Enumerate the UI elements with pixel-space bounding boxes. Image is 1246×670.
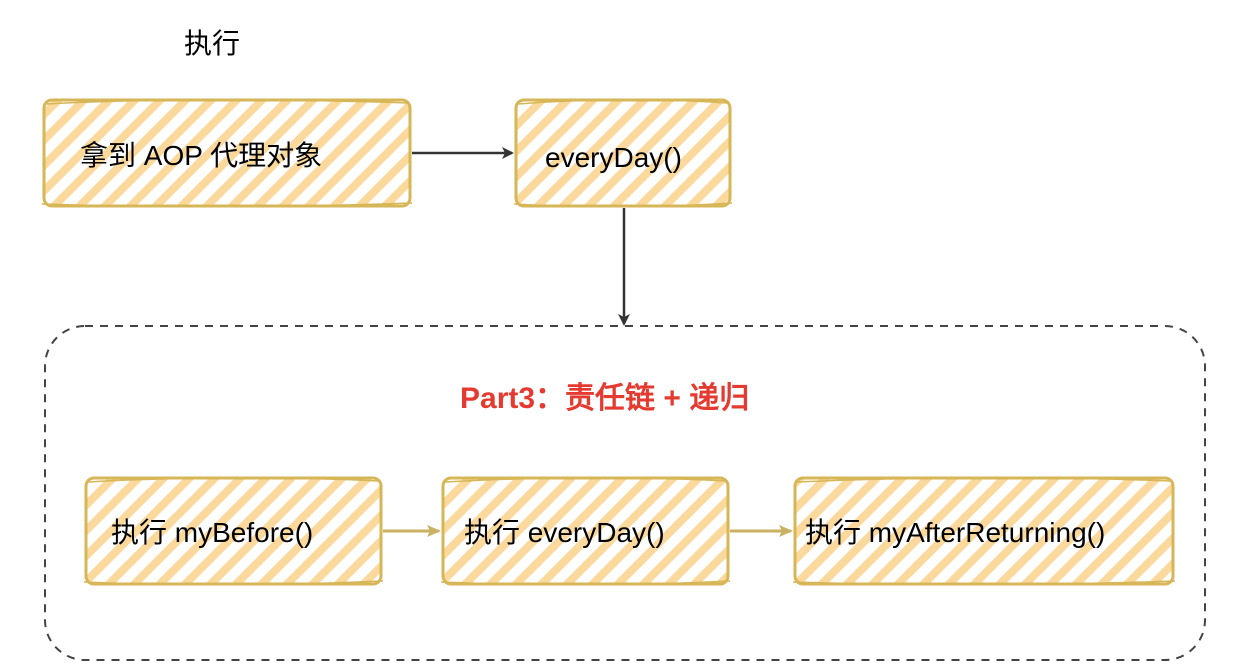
node-everyday-exec-label: 执行 everyDay() [464, 517, 665, 548]
node-mybefore[interactable]: 执行 myBefore() [83, 476, 384, 586]
node-everyday[interactable]: everyDay() [513, 98, 733, 208]
node-mybefore-label: 执行 myBefore() [111, 517, 313, 548]
node-myafterreturning[interactable]: 执行 myAfterReturning() [792, 476, 1176, 586]
group-part3: Part3：责任链 + 递归 [44, 325, 1206, 661]
node-everyday-label: everyDay() [545, 142, 682, 173]
group-part3-title: Part3：责任链 + 递归 [460, 381, 749, 415]
node-aop-proxy-label: 拿到 AOP 代理对象 [80, 140, 322, 171]
top-label: 执行 [184, 28, 240, 59]
node-myafterreturning-label: 执行 myAfterReturning() [805, 517, 1105, 548]
node-aop-proxy[interactable]: 拿到 AOP 代理对象 [41, 98, 413, 208]
node-everyday-exec[interactable]: 执行 everyDay() [440, 476, 731, 586]
group-part3-border [44, 325, 1206, 661]
